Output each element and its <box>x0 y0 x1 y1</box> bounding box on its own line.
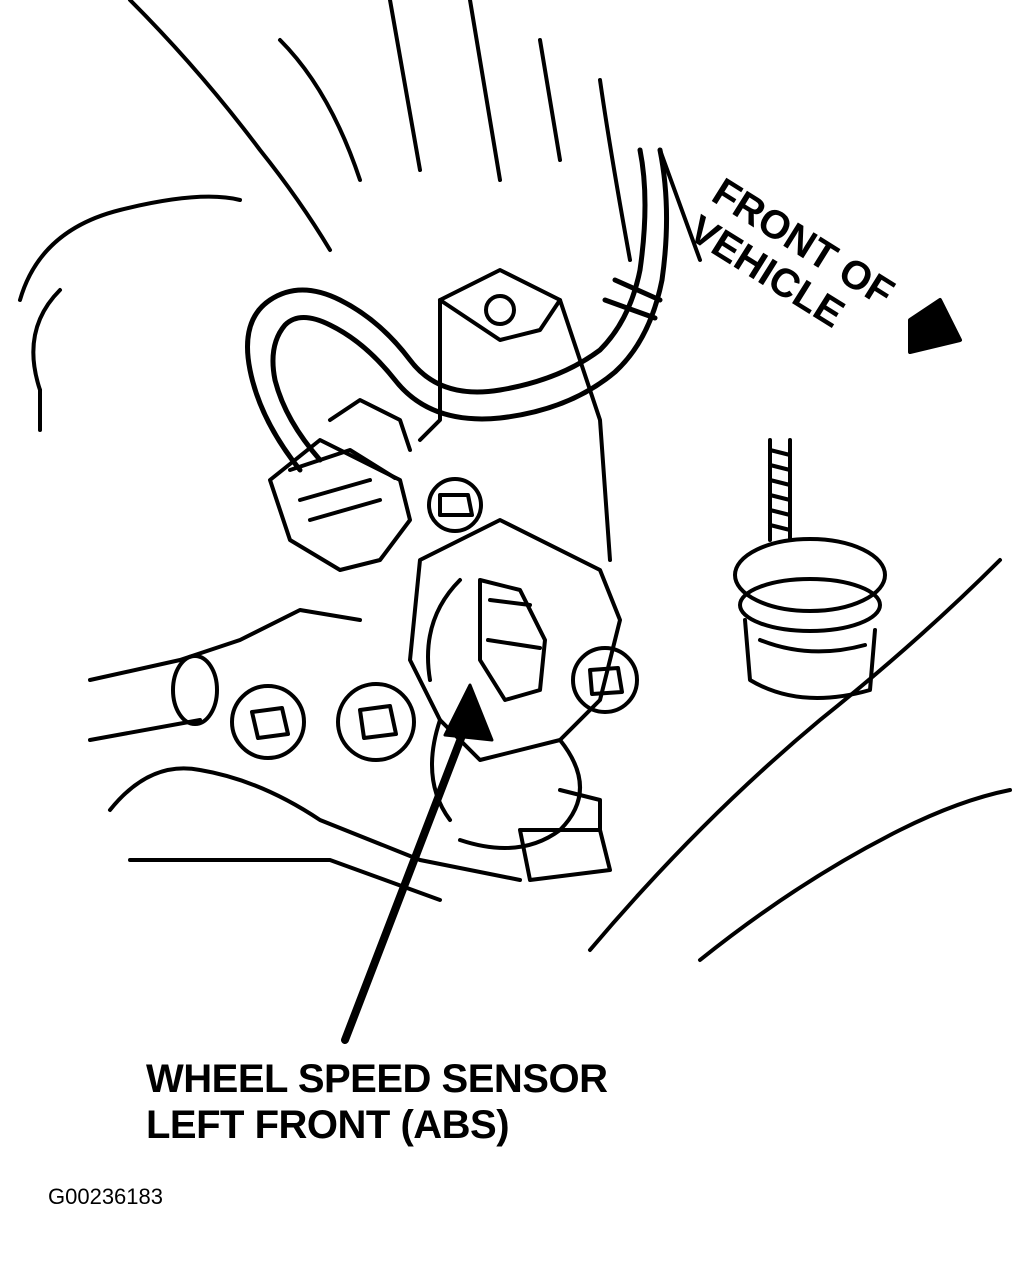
callout-line2: LEFT FRONT (ABS) <box>146 1103 510 1147</box>
cable-bracket <box>418 268 612 562</box>
sensor-cable <box>245 147 670 473</box>
frame-rail <box>588 558 1012 962</box>
fender-outline <box>18 0 702 432</box>
callout-leader-arrow <box>341 683 494 1044</box>
sensor-callout-label: WHEEL SPEED SENSOR LEFT FRONT (ABS) <box>146 1056 608 1148</box>
harness-connector <box>268 398 483 572</box>
front-direction-arrow-icon <box>908 298 962 354</box>
callout-line1: WHEEL SPEED SENSOR <box>146 1057 608 1101</box>
wheel-speed-sensor <box>478 578 547 702</box>
steering-knuckle <box>408 518 639 882</box>
stabilizer-link <box>733 438 887 700</box>
figure-id: G00236183 <box>48 1184 163 1209</box>
